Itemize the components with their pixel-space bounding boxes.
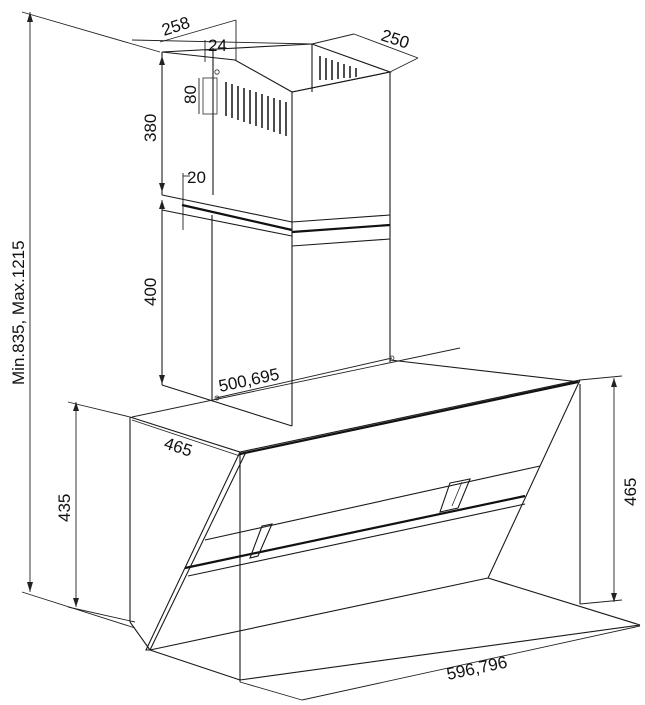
canopy-height-left-dimension: 435 — [55, 401, 136, 623]
chimney-position-label: 500,695 — [217, 365, 281, 396]
chimney-depth-dimension: 250 — [311, 26, 419, 73]
canopy — [129, 359, 641, 682]
vent-slots-back — [319, 56, 357, 80]
lower-height-label: 400 — [141, 278, 160, 306]
vent-slots-left — [225, 82, 287, 136]
canopy-depth-dimension: 465 — [131, 419, 241, 461]
bracket-offset-label: 20 — [187, 168, 206, 187]
total-height-label: Min.835, Max.1215 — [9, 240, 28, 385]
upper-height-label: 380 — [141, 114, 160, 142]
canopy-height-right-label: 465 — [621, 478, 640, 506]
chimney-position-dimension: 500,695 — [131, 347, 461, 418]
canopy-width-dimension: 596,796 — [239, 625, 641, 701]
upper-chimney — [161, 43, 393, 222]
bracket-offset-dimension: 20 — [182, 168, 206, 230]
canopy-height-left-label: 435 — [55, 494, 74, 522]
canopy-height-right-dimension: 465 — [579, 375, 640, 605]
lower-chimney — [161, 194, 391, 427]
vent-height-dimension: 80 — [181, 78, 200, 114]
upper-height-dimension: 380 — [141, 56, 165, 192]
vent-height-label: 80 — [181, 85, 200, 104]
canopy-depth-label: 465 — [162, 434, 195, 461]
chimney-width-label: 258 — [159, 13, 192, 40]
canopy-width-label: 596,796 — [445, 653, 509, 684]
lower-height-dimension: 400 — [141, 200, 165, 384]
chimney-depth-label: 250 — [379, 26, 412, 53]
total-height-dimension: Min.835, Max.1215 — [9, 11, 161, 629]
vent-offset-dimension: 24 — [204, 36, 227, 62]
vent-offset-label: 24 — [208, 36, 227, 55]
